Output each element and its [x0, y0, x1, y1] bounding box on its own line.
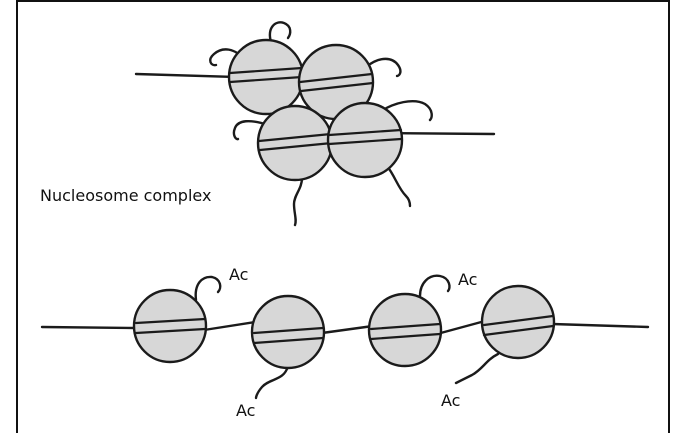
- histone-tail: [209, 48, 247, 67]
- acetyl-tail: [254, 364, 290, 400]
- acetyl-tail: [454, 352, 500, 385]
- acetyl-label: Ac: [458, 270, 477, 289]
- histone-tail: [376, 100, 433, 122]
- histone-tail: [385, 164, 412, 208]
- acetyl-label: Ac: [229, 265, 248, 284]
- complex-label: Nucleosome complex: [40, 186, 211, 205]
- histone-core: [480, 284, 556, 360]
- histone-tail: [232, 120, 270, 141]
- acetyl-label: Ac: [236, 401, 255, 420]
- figure-frame: [16, 0, 670, 433]
- histone-core: [227, 38, 305, 116]
- acetylated-chromatin: Ac Ac Ac Ac: [40, 265, 650, 420]
- acetyl-tail: [418, 274, 451, 298]
- histone-core: [367, 292, 443, 368]
- nucleosome-complex: Nucleosome complex: [40, 21, 496, 227]
- histone-core: [326, 101, 404, 179]
- acetyl-tail: [194, 275, 222, 302]
- histone-tail: [268, 21, 292, 44]
- histone-core: [256, 104, 334, 182]
- histone-tail: [292, 176, 304, 227]
- histone-core: [250, 294, 326, 370]
- dna-strand-lower: [40, 319, 650, 336]
- histone-core: [132, 288, 208, 364]
- acetyl-label: Ac: [441, 391, 460, 410]
- histone-tail: [364, 57, 402, 78]
